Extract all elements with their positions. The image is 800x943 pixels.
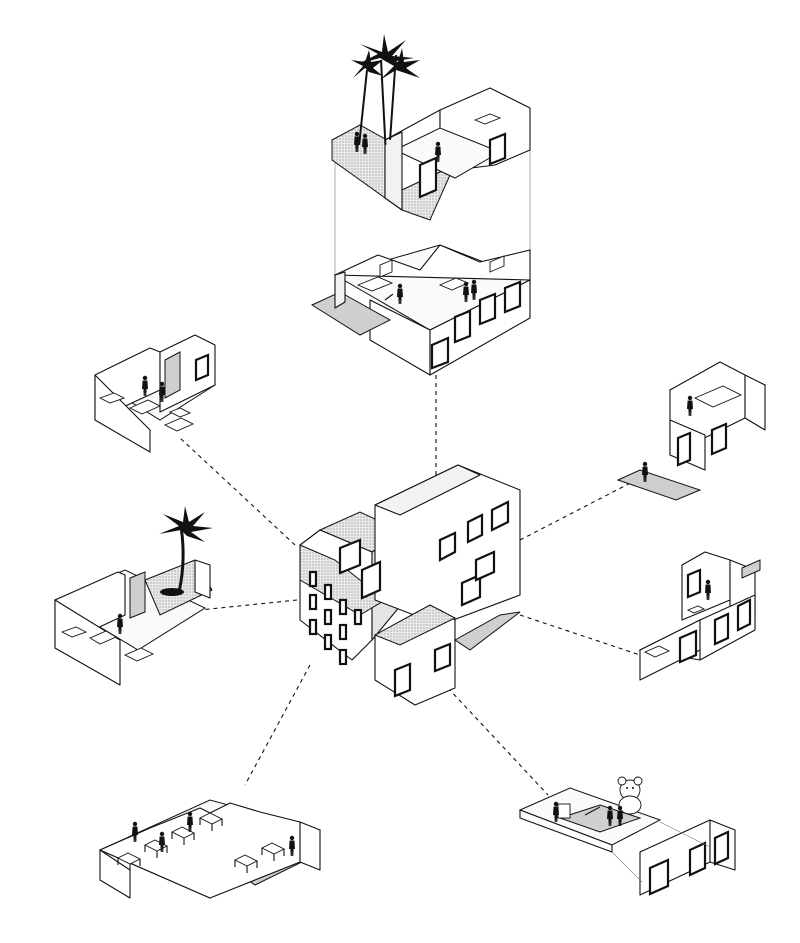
block-windows xyxy=(338,500,510,698)
link-right-upper xyxy=(519,477,641,541)
link-bottom-right xyxy=(447,687,549,796)
courtyard-living-room xyxy=(53,506,213,686)
rooftop-apartment-upper xyxy=(331,34,531,221)
dining-hall xyxy=(98,799,322,899)
apartment-lower-floor xyxy=(310,244,532,376)
central-building xyxy=(299,464,521,706)
bedroom-unit xyxy=(616,361,767,501)
teddy-bear-icon xyxy=(617,776,643,815)
ground-floor-unit xyxy=(638,551,761,681)
connector-lines xyxy=(179,120,641,796)
link-left-lower xyxy=(199,599,298,611)
link-left-upper xyxy=(179,437,296,546)
living-room-unit xyxy=(93,334,217,453)
link-bottom-left xyxy=(244,664,311,786)
palm-tree-icon xyxy=(159,506,213,596)
palm-tree-icon xyxy=(351,34,420,145)
facade-windows xyxy=(308,570,363,666)
link-right-lower xyxy=(519,614,641,656)
rooftop-terrace xyxy=(518,776,736,896)
